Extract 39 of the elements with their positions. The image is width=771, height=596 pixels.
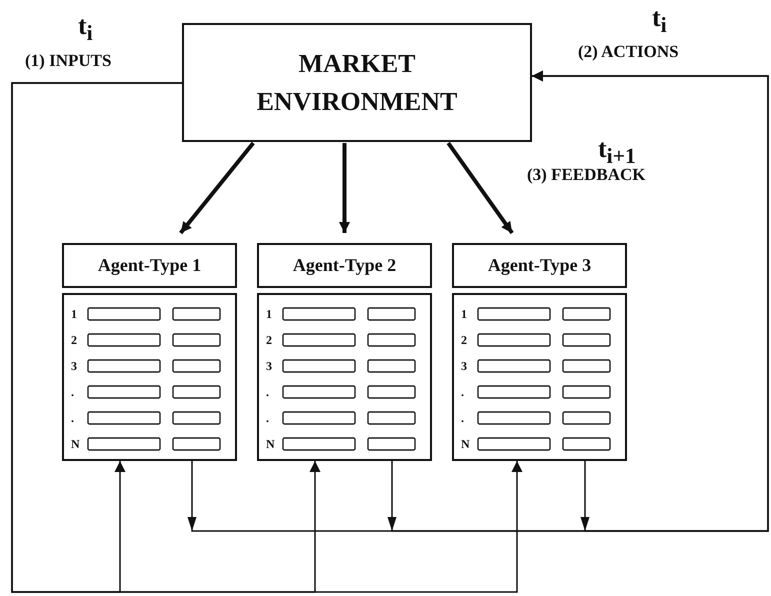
row-number: .	[461, 411, 464, 426]
flow-label: (3) FEEDBACK	[527, 166, 646, 185]
time-label: t$_{i+1}$	[598, 135, 636, 168]
flow-label: (2) ACTIONS	[578, 43, 679, 62]
row-number: .	[266, 385, 269, 400]
time-label: t$_{i}$	[652, 4, 667, 38]
agent-table	[62, 293, 237, 461]
time-label: t$_{i}$	[78, 12, 93, 46]
environment-box	[182, 23, 532, 142]
arrow	[339, 143, 350, 233]
arrow	[446, 142, 514, 234]
agent-table	[452, 293, 627, 461]
row-number: 3	[266, 359, 272, 374]
row-number: .	[71, 411, 74, 426]
agent-type-label: Agent-Type 1	[98, 254, 202, 276]
row-number: 1	[461, 307, 467, 322]
box-title: MARKET ENVIRONMENT	[256, 48, 458, 118]
row-number: 3	[461, 359, 467, 374]
row-number: 1	[71, 307, 77, 322]
agent-table	[257, 293, 432, 461]
agent-header-box	[62, 243, 237, 288]
flow-label: (1) INPUTS	[25, 52, 112, 71]
agent-header-box	[257, 243, 432, 288]
row-number: .	[461, 385, 464, 400]
row-number: 2	[461, 333, 467, 348]
row-number: 2	[71, 333, 77, 348]
row-number: 1	[266, 307, 272, 322]
row-number: .	[266, 411, 269, 426]
row-number: N	[266, 437, 275, 452]
arrow	[11, 82, 522, 593]
row-number: 3	[71, 359, 77, 374]
agent-type-label: Agent-Type 3	[488, 254, 592, 276]
arrow	[179, 142, 255, 234]
row-number: N	[461, 437, 470, 452]
row-number: .	[71, 385, 74, 400]
agent-type-label: Agent-Type 2	[292, 254, 396, 276]
row-number: 2	[266, 333, 272, 348]
agent-header-box	[452, 243, 627, 288]
row-number: N	[71, 437, 80, 452]
